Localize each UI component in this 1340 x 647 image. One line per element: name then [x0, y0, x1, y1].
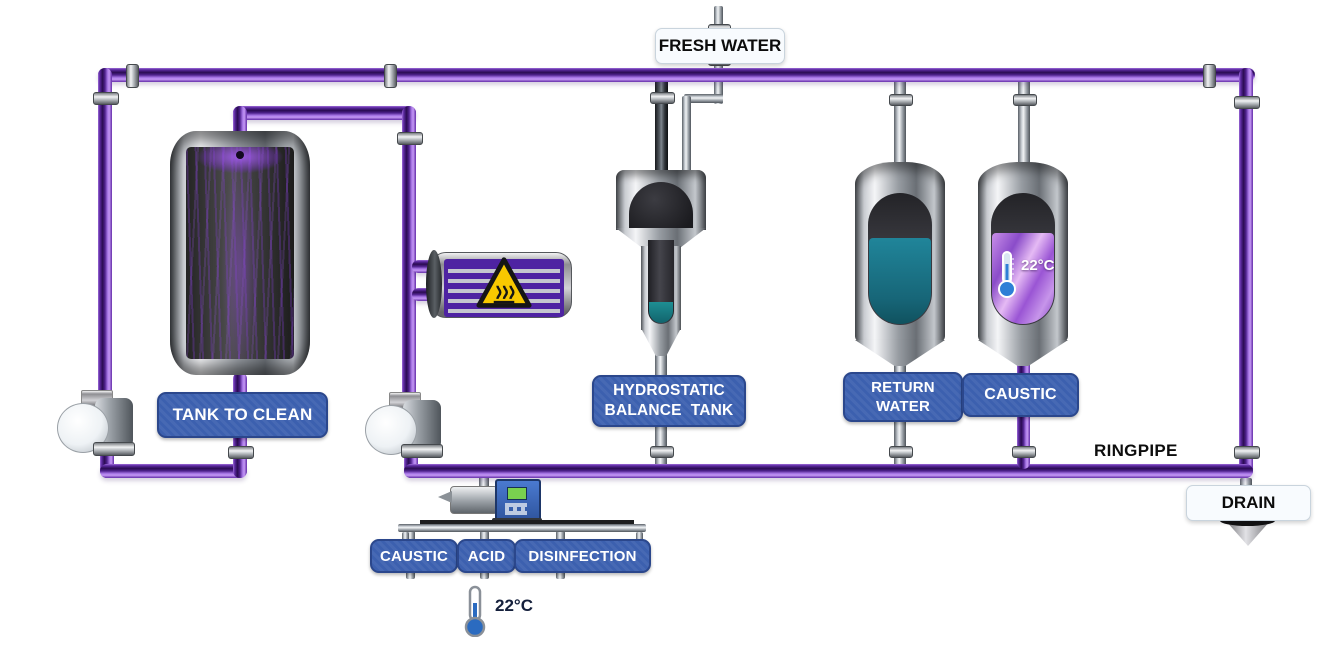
dosing-disinfection-label: DISINFECTION: [514, 539, 651, 573]
hydrostatic-label-line1: HYDROSTATIC: [613, 381, 725, 399]
spray-ball: [236, 151, 244, 159]
fresh-water-label: FRESH WATER: [655, 28, 785, 64]
caustic-temperature-reading: 22°C: [1021, 257, 1055, 274]
drain-label: DRAIN: [1186, 485, 1311, 521]
pipe-coupling: [650, 446, 674, 458]
tank-to-clean-label: TANK TO CLEAN: [157, 392, 328, 438]
dosing-disinfection-label-text: DISINFECTION: [528, 547, 637, 565]
pump-flange: [93, 442, 135, 456]
supply-pump: [57, 390, 137, 456]
caustic-thermometer-icon: [998, 251, 1016, 298]
pipe-coupling: [126, 64, 139, 88]
right-downcomer-pipe: [1239, 68, 1253, 478]
dosing-rail-deck: [420, 520, 634, 525]
return-water-liquid: [869, 238, 931, 324]
fresh-water-pipe-bend: [684, 94, 723, 103]
dosing-thermometer-icon: [464, 585, 486, 637]
left-riser-pipe: [98, 68, 112, 398]
controller-keypad: [505, 503, 527, 515]
dosing-rail-leg-right: [636, 532, 643, 542]
dosing-acid-label: ACID: [457, 539, 516, 573]
pipe-coupling: [1203, 64, 1216, 88]
dosing-rail: [398, 524, 646, 532]
pipe-coupling: [1234, 446, 1260, 459]
dosing-caustic-label-text: CAUSTIC: [379, 547, 449, 565]
pump-flange: [401, 444, 443, 458]
dosing-rail-leg-left: [402, 532, 409, 542]
dosing-pump-head: [450, 486, 498, 514]
pipe-coupling: [93, 92, 119, 105]
drain-label-text: DRAIN: [1221, 493, 1276, 512]
pipe-coupling: [889, 94, 913, 106]
fresh-water-pipe-upper: [714, 6, 723, 30]
top-header-pipe: [98, 68, 1255, 82]
tank-supply-pipe: [233, 106, 416, 120]
heat-exchanger: [426, 250, 572, 318]
tank-to-clean-label-text: TANK TO CLEAN: [172, 405, 313, 424]
pipe-coupling: [1013, 94, 1037, 106]
hydrostatic-tank-liquid: [649, 302, 673, 323]
tank-to-clean-interior-spray: [186, 147, 294, 359]
return-water-tank-cone: [855, 340, 945, 366]
fresh-water-label-text: FRESH WATER: [658, 36, 782, 55]
caustic-tank-label: CAUSTIC: [962, 373, 1079, 417]
return-water-label-line1: RETURN: [871, 378, 935, 396]
heat-exchanger-riser: [402, 106, 416, 402]
pipe-coupling: [397, 132, 423, 145]
fresh-water-pipe-drop: [682, 96, 691, 176]
return-water-label-line2: WATER: [875, 398, 931, 415]
dosing-temperature-reading: 22°C: [495, 596, 533, 615]
ringpipe: [404, 464, 1253, 478]
pipe-coupling: [1234, 96, 1260, 109]
dosing-pump-nozzle: [438, 491, 452, 503]
hydrostatic-tank-cone: [641, 328, 681, 356]
hydrostatic-label-line2: BALANCE TANK: [604, 402, 734, 419]
controller-display: [507, 487, 527, 500]
hydrostatic-tank-shoulder: [616, 228, 706, 248]
caustic-tank-label-text: CAUSTIC: [984, 386, 1057, 403]
return-water-label: RETURN WATER: [843, 372, 963, 422]
heat-exchanger-end-cap: [426, 250, 442, 318]
pipe-coupling: [650, 92, 675, 104]
hot-surface-warning-icon: [476, 257, 532, 308]
pipe-coupling: [384, 64, 397, 88]
tank-drain-loop-pipe: [100, 464, 247, 478]
caustic-tank-cone: [978, 340, 1068, 366]
pipe-coupling: [1012, 446, 1036, 458]
dosing-caustic-label: CAUSTIC: [370, 539, 458, 573]
hydrostatic-feed-pipe: [655, 80, 668, 176]
pipe-coupling: [889, 446, 913, 458]
ringpipe-label: RINGPIPE: [1094, 441, 1178, 460]
pipe-coupling: [228, 446, 254, 459]
dosing-acid-label-text: ACID: [467, 547, 506, 565]
hydrostatic-balance-tank-label: HYDROSTATIC BALANCE TANK: [592, 375, 746, 427]
return-pump: [365, 392, 445, 458]
